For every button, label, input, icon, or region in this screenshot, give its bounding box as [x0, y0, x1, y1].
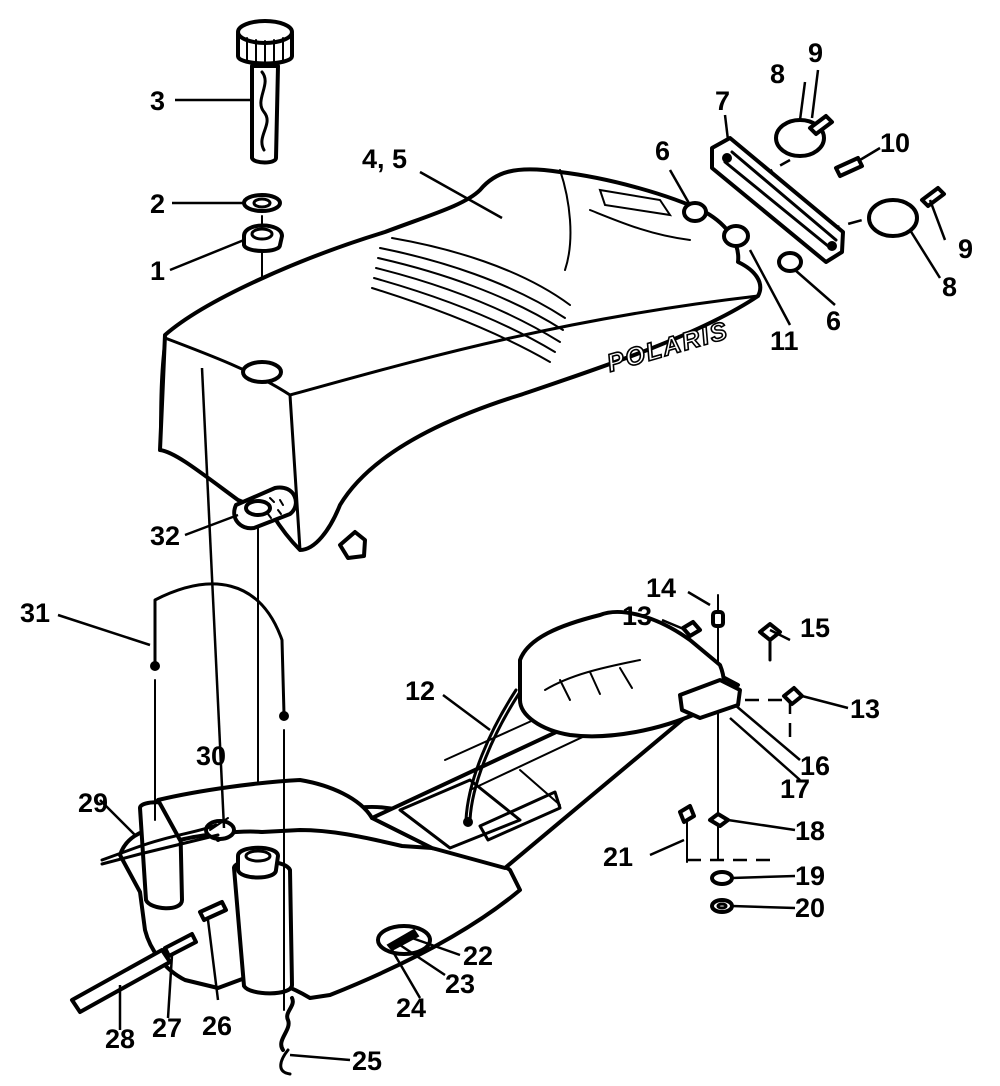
callout-25: 25: [352, 1046, 382, 1076]
rear-bracket-hardware: [682, 114, 946, 273]
callout-26: 26: [202, 1011, 232, 1041]
callout-6-upper: 6: [655, 136, 670, 166]
callout-9-upper: 9: [808, 38, 823, 68]
callout-3: 3: [150, 86, 165, 116]
fuel-tank: [70, 610, 742, 1014]
callout-7: 7: [715, 86, 730, 116]
callout-23: 23: [445, 969, 475, 999]
callout-labels: 1 2 3 4, 5 6 6 7 8 8 9 9 10 11 12 13 13 …: [20, 38, 973, 1076]
callout-4-5: 4, 5: [362, 144, 407, 174]
callout-22: 22: [463, 941, 493, 971]
callout-24: 24: [396, 993, 426, 1023]
callout-14: 14: [646, 573, 676, 603]
callout-13-right: 13: [850, 694, 880, 724]
callout-18: 18: [795, 816, 825, 846]
vent-hose: [150, 582, 289, 1011]
callout-8-upper: 8: [770, 59, 785, 89]
callout-30: 30: [196, 741, 226, 771]
leader-lines: [57, 69, 947, 1062]
callout-19: 19: [795, 861, 825, 891]
callout-28: 28: [105, 1024, 135, 1054]
callout-32: 32: [150, 521, 180, 551]
callout-8-lower: 8: [942, 272, 957, 302]
callout-20: 20: [795, 893, 825, 923]
callout-16: 16: [800, 751, 830, 781]
callout-13-upper: 13: [622, 601, 652, 631]
callout-29: 29: [78, 788, 108, 818]
callout-12: 12: [405, 676, 435, 706]
callout-27: 27: [152, 1013, 182, 1043]
callout-11: 11: [770, 326, 799, 356]
callout-21: 21: [603, 842, 633, 872]
fuel-cap-assembly: [236, 19, 294, 253]
callout-10: 10: [880, 128, 910, 158]
callout-1: 1: [150, 256, 165, 286]
callout-31: 31: [20, 598, 50, 628]
callout-17: 17: [780, 774, 810, 804]
callout-2: 2: [150, 189, 165, 219]
callout-15: 15: [800, 613, 830, 643]
callout-6-lower: 6: [826, 306, 841, 336]
callout-9-lower: 9: [958, 234, 973, 264]
